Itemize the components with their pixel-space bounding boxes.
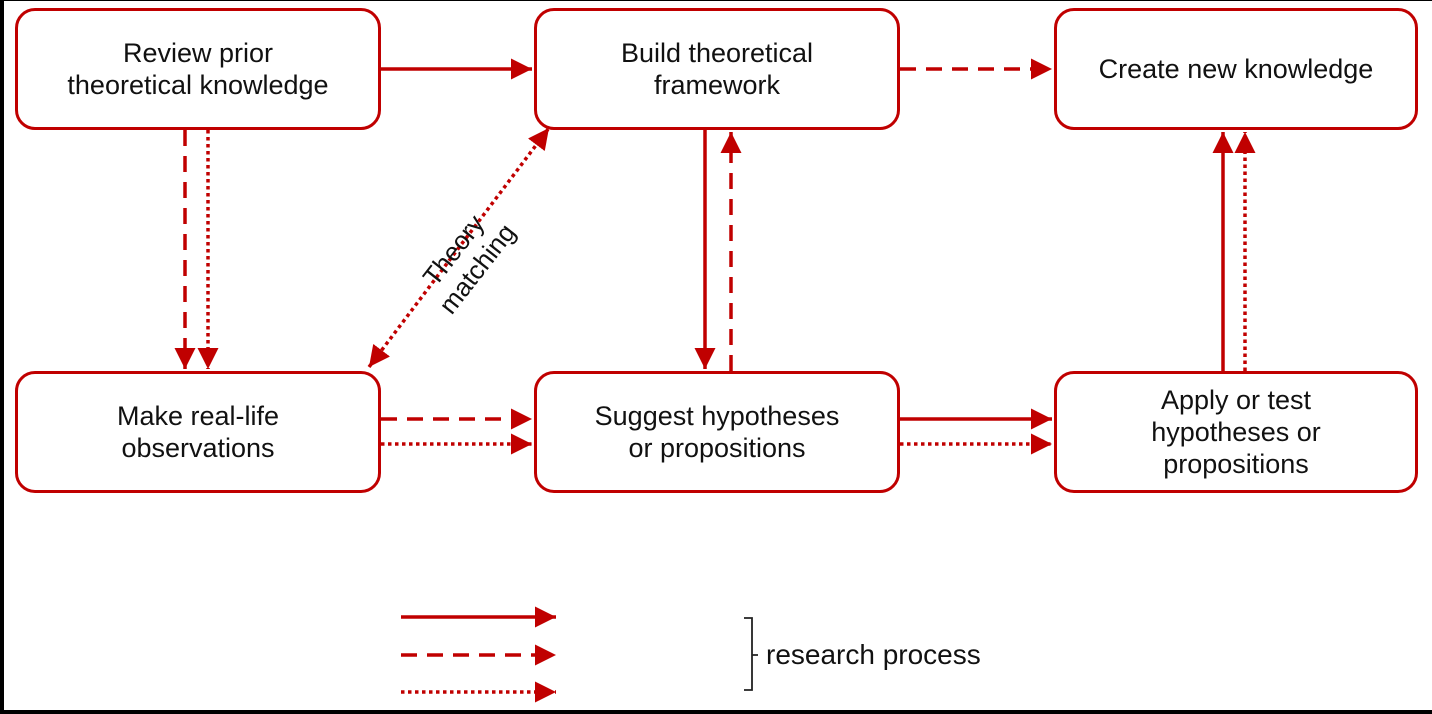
node-real-life-observations: Make real-life observations (15, 371, 381, 493)
legend-bracket (744, 617, 758, 691)
node-label: Make real-life observations (116, 401, 280, 463)
node-label: Apply or test hypotheses or propositions (1151, 385, 1321, 479)
node-apply-test-hypotheses: Apply or test hypotheses or propositions (1054, 371, 1418, 493)
legend-group-label: research process (766, 639, 981, 670)
node-build-framework: Build theoretical framework (534, 8, 900, 130)
node-label: Build theoretical framework (620, 38, 814, 100)
node-label: Create new knowledge (1098, 54, 1374, 84)
node-create-knowledge: Create new knowledge (1054, 8, 1418, 130)
node-suggest-hypotheses: Suggest hypotheses or propositions (534, 371, 900, 493)
node-label: Suggest hypotheses or propositions (594, 401, 840, 463)
connector-layer (174, 58, 1256, 703)
node-label: Review prior theoretical knowledge (67, 38, 329, 100)
diagram-canvas: Review prior theoretical knowledge Build… (4, 1, 1432, 710)
edge-observe-to-build-dotted (367, 126, 551, 369)
node-review-prior-knowledge: Review prior theoretical knowledge (15, 8, 381, 130)
